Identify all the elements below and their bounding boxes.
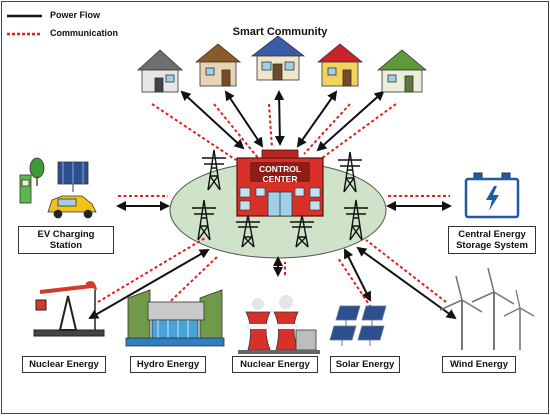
house-icon-4 xyxy=(316,43,364,87)
source-label-oil: Nuclear Energy xyxy=(22,356,106,373)
source-label-nuclear: Nuclear Energy xyxy=(232,356,318,373)
power-link-oil xyxy=(88,249,210,319)
power-flow-lines xyxy=(88,90,457,320)
ev-charging-icon xyxy=(19,157,97,219)
comm-link-wind xyxy=(365,239,447,303)
power-link-house-1 xyxy=(180,90,245,150)
legend-power-label: Power Flow xyxy=(50,10,101,20)
house-icon-2 xyxy=(194,43,242,87)
comm-link-solar xyxy=(337,257,375,313)
ev-charging-station-label: EV Charging Station xyxy=(18,226,114,254)
communication-lines xyxy=(97,103,450,317)
tower-icon xyxy=(202,149,226,191)
storage-label-line1: Central Energy xyxy=(458,229,526,240)
tower-icon xyxy=(338,151,362,193)
control-center-building xyxy=(236,149,324,217)
outer-border xyxy=(1,1,549,414)
ev-label-line1: EV Charging xyxy=(37,229,95,240)
comm-link-house-2 xyxy=(213,103,259,159)
house-icon-1 xyxy=(136,49,184,93)
source-label-solar: Solar Energy xyxy=(330,356,400,373)
tower-icon xyxy=(192,199,216,241)
battery-storage-icon xyxy=(464,172,520,219)
control-center-label: CONTROL CENTER xyxy=(247,164,313,184)
source-label-wind: Wind Energy xyxy=(442,356,516,373)
comm-link-hydro xyxy=(154,255,219,317)
power-link-house-3 xyxy=(274,90,285,146)
power-link-house-5 xyxy=(316,90,385,152)
comm-link-house-4 xyxy=(303,103,351,155)
comm-link-oil xyxy=(97,237,206,303)
storage-label-line2: Storage System xyxy=(456,240,528,251)
power-link-house-2 xyxy=(224,90,264,148)
tower-icon xyxy=(344,199,368,241)
control-center-line1: CONTROL xyxy=(258,164,302,174)
comm-link-house-3 xyxy=(268,103,273,149)
nuclear-plant-icon xyxy=(238,295,320,354)
pumpjack-icon xyxy=(33,281,105,337)
source-label-hydro: Hydro Energy xyxy=(130,356,206,373)
comm-link-house-1 xyxy=(151,103,237,161)
control-center-line2: CENTER xyxy=(262,174,298,184)
smart-community-title: Smart Community xyxy=(232,26,328,38)
comm-link-house-5 xyxy=(321,103,397,159)
legend-communication-label: Communication xyxy=(50,28,119,38)
house-icon-5 xyxy=(376,49,428,93)
ev-label-line2: Station xyxy=(49,240,83,251)
wind-turbines-icon xyxy=(439,267,535,350)
hydro-dam-icon xyxy=(125,289,225,347)
power-link-wind xyxy=(356,246,457,320)
storage-system-label: Central Energy Storage System xyxy=(448,226,536,254)
house-icon-3 xyxy=(250,35,306,81)
solar-panels-icon xyxy=(329,305,387,346)
